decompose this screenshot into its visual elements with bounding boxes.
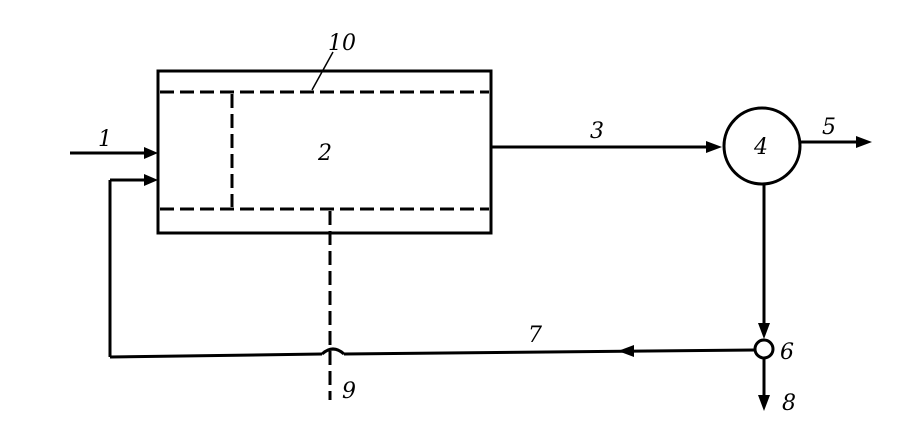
element-leader-line <box>311 51 334 91</box>
label-splitter: 6 <box>780 340 794 365</box>
outflow-arrow <box>706 141 722 153</box>
label-purge: 8 <box>782 391 796 416</box>
product-arrow <box>856 136 872 148</box>
purge-arrow <box>758 395 770 411</box>
recycle-crossing-hop <box>320 347 346 356</box>
label-recycle: 7 <box>528 323 542 348</box>
label-element: 10 <box>328 31 356 56</box>
label-vessel: 2 <box>317 141 332 166</box>
separator-circle <box>722 106 802 186</box>
vessel-box <box>156 69 493 235</box>
separator-outlet-arrow <box>758 323 770 339</box>
recycle-stream-line <box>343 348 756 356</box>
recycle-arrow <box>618 345 634 357</box>
recycle-return-line-bottom <box>109 352 323 359</box>
label-outflow: 3 <box>590 119 604 144</box>
splitter-node <box>753 338 775 360</box>
label-separator: 4 <box>753 135 768 160</box>
feed-arrow <box>144 147 158 159</box>
recycle-return-arrow <box>144 174 158 186</box>
label-product: 5 <box>822 115 836 140</box>
label-feed: 1 <box>98 127 112 152</box>
label-drain: 9 <box>342 379 356 404</box>
